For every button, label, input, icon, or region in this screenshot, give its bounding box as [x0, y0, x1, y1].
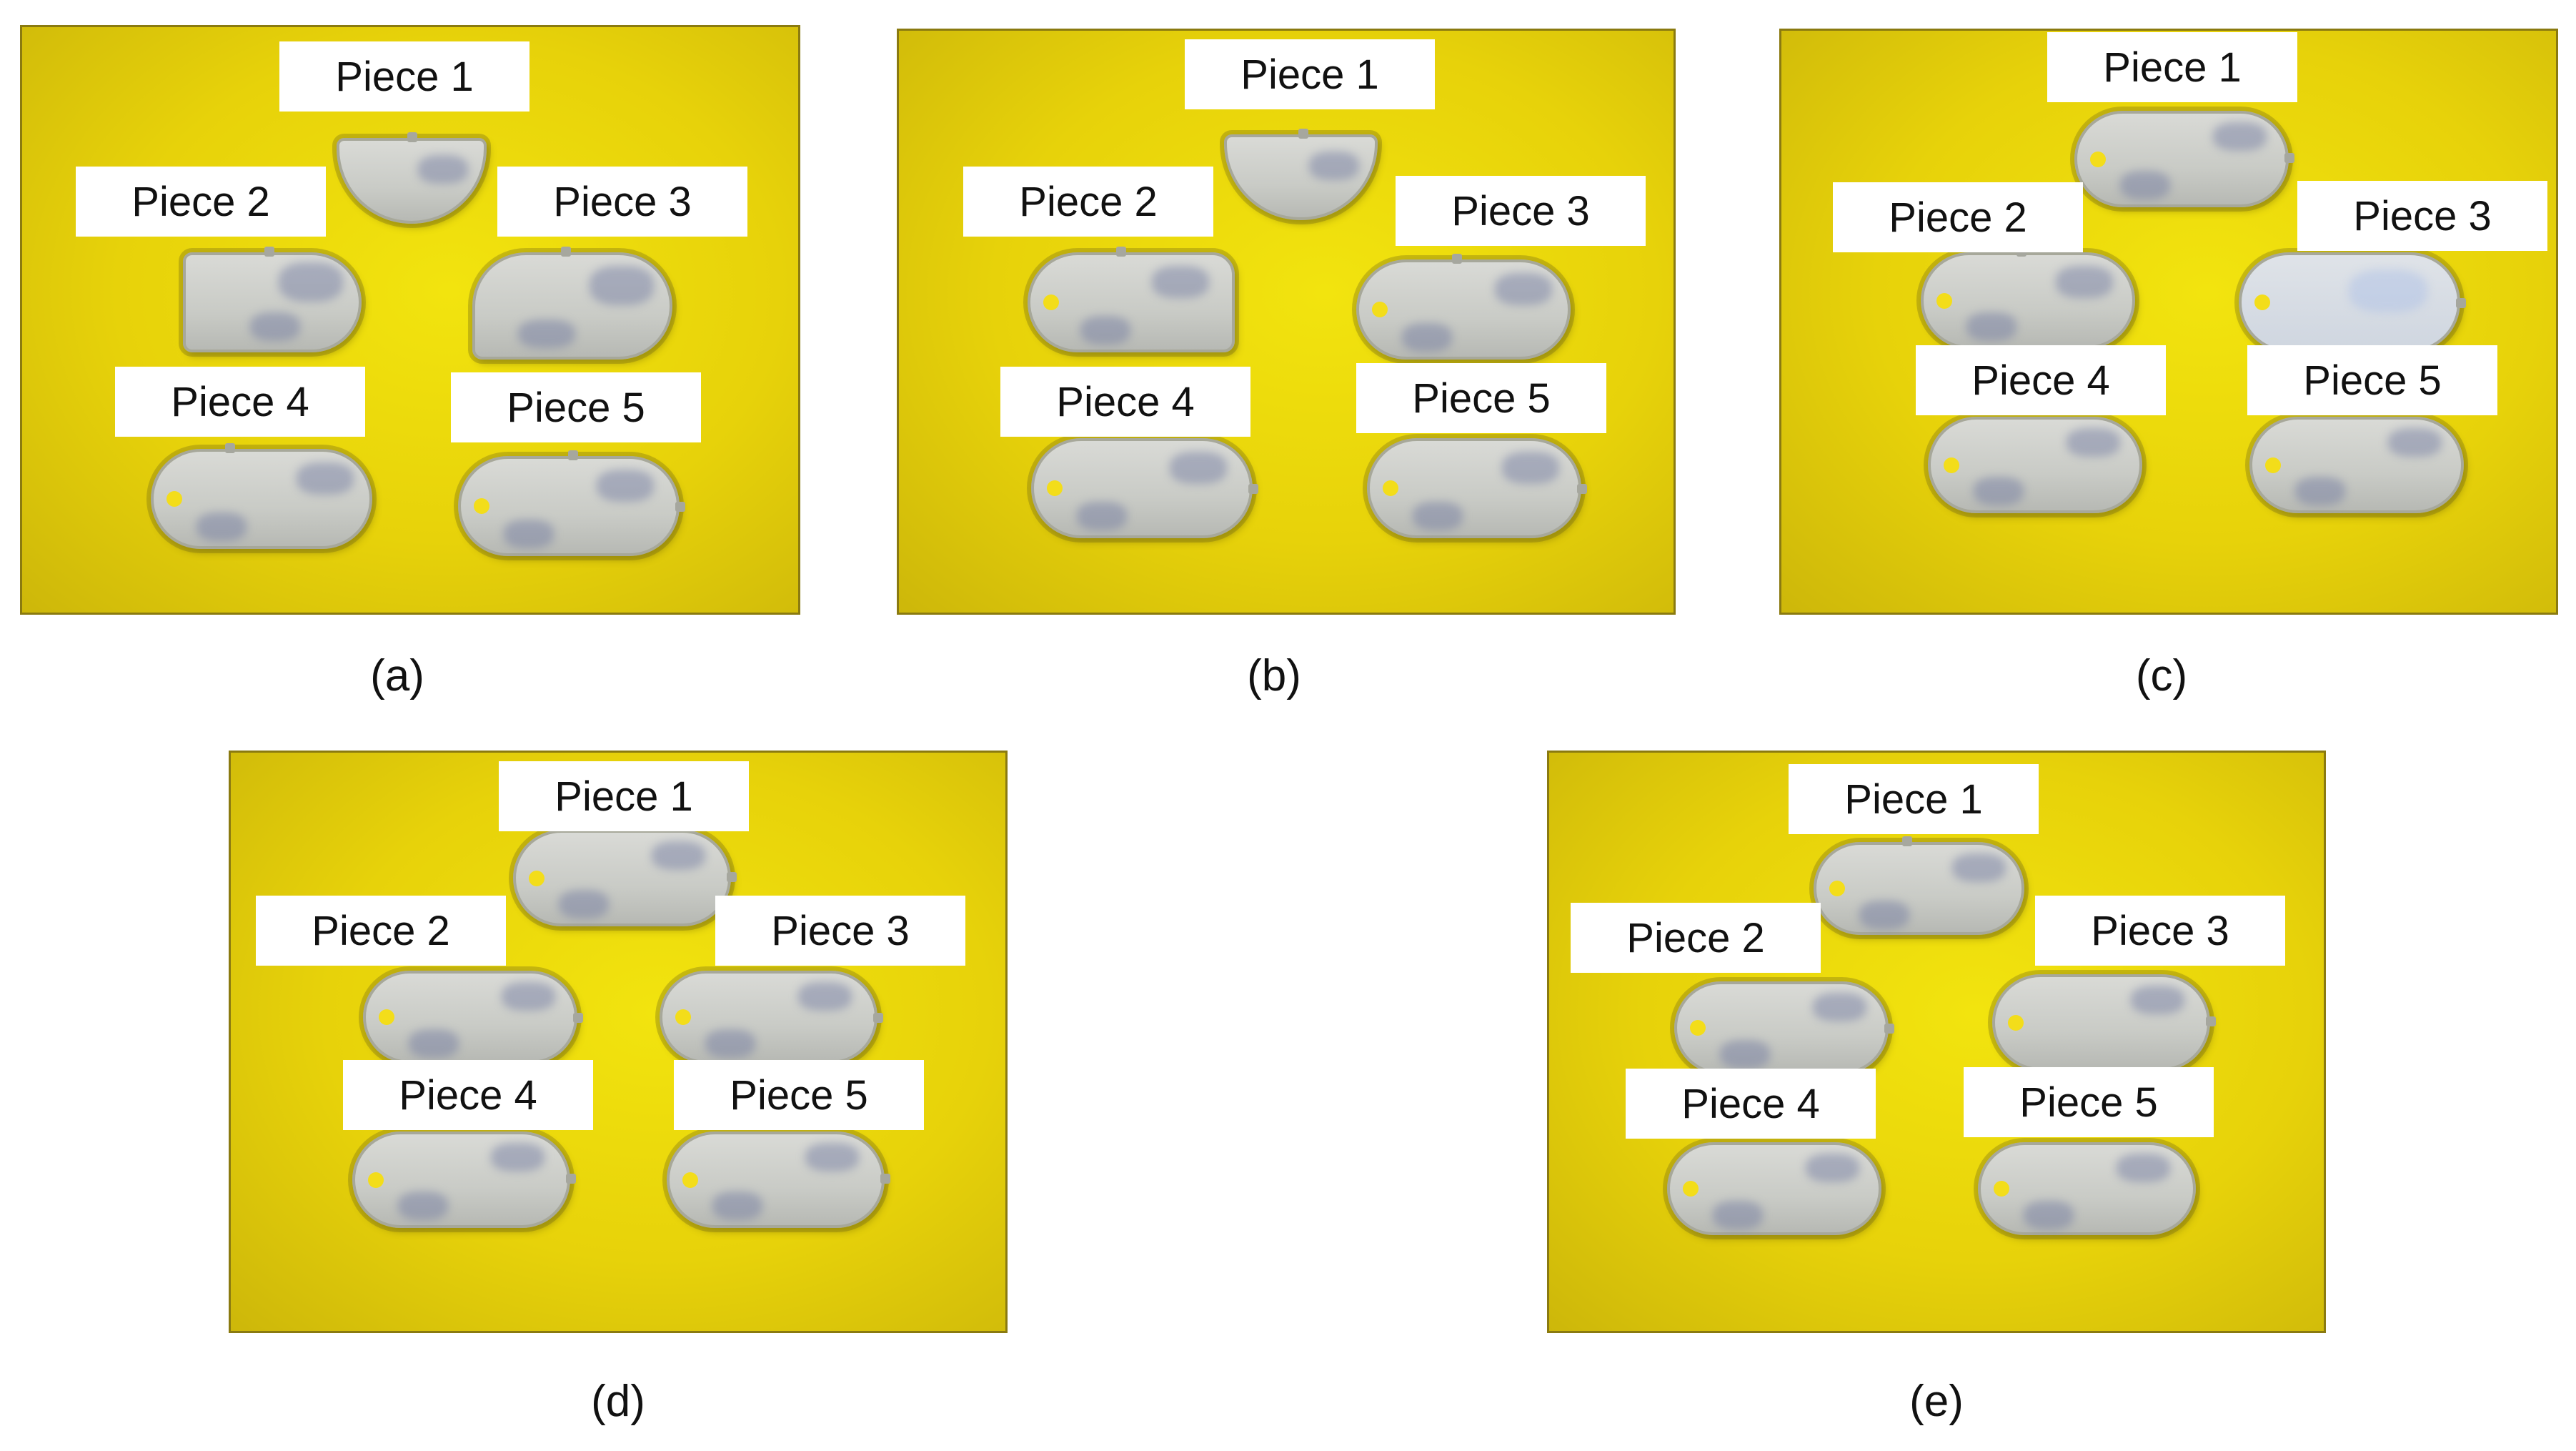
piece-hole	[675, 1009, 691, 1025]
piece-hole	[1372, 302, 1388, 317]
piece-hole	[1944, 457, 1959, 473]
piece-hole	[1829, 881, 1845, 896]
piece-5-specimen	[458, 450, 685, 556]
label-piece-2: Piece 2	[1571, 903, 1821, 973]
piece-2-specimen	[363, 971, 583, 1064]
label-piece-3: Piece 3	[497, 167, 747, 237]
piece-hole	[529, 870, 544, 886]
caption-e: (e)	[1909, 1377, 1964, 1426]
photo-panel-e: Piece 1 Piece 2 Piece 3 Piece 4 Piece 5	[1547, 751, 2326, 1333]
piece-hole	[1994, 1181, 2009, 1197]
photo-panel-a: Piece 1 Piece 2 Piece 3 Piece 4 Piece 5	[20, 25, 800, 615]
piece-2-specimen	[183, 247, 362, 352]
label-piece-1: Piece 1	[499, 761, 749, 831]
piece-hole	[2008, 1014, 2024, 1031]
label-piece-3: Piece 3	[715, 896, 965, 966]
piece-5-specimen	[1367, 438, 1587, 538]
piece-1-specimen	[513, 830, 737, 926]
piece-hole	[2265, 457, 2281, 473]
piece-5-specimen	[667, 1131, 890, 1228]
piece-4-specimen	[352, 1131, 576, 1228]
piece-2-specimen	[1028, 247, 1235, 352]
label-piece-3: Piece 3	[2035, 896, 2285, 966]
caption-c: (c)	[2135, 651, 2188, 700]
caption-d: (d)	[591, 1377, 645, 1426]
label-piece-4: Piece 4	[1626, 1069, 1876, 1139]
piece-4-specimen	[151, 443, 372, 549]
piece-hole	[1690, 1020, 1706, 1036]
piece-hole	[2090, 151, 2106, 167]
piece-4-specimen	[1928, 417, 2142, 513]
piece-5-specimen	[2249, 417, 2464, 513]
label-piece-4: Piece 4	[1000, 367, 1250, 437]
piece-2-specimen	[1921, 247, 2135, 349]
piece-4-specimen	[1031, 438, 1258, 538]
piece-5-specimen	[1978, 1142, 2196, 1235]
label-piece-4: Piece 4	[1916, 345, 2166, 415]
label-piece-4: Piece 4	[115, 367, 365, 437]
piece-hole	[379, 1009, 394, 1025]
piece-3-specimen	[1992, 974, 2216, 1071]
piece-hole	[1936, 292, 1952, 309]
label-piece-2: Piece 2	[76, 167, 326, 237]
piece-hole	[166, 491, 182, 507]
label-piece-1: Piece 1	[1789, 764, 2039, 834]
label-piece-2: Piece 2	[1833, 182, 2083, 252]
piece-1-specimen	[1224, 129, 1378, 220]
label-piece-1: Piece 1	[2047, 32, 2297, 102]
piece-hole	[1383, 480, 1398, 496]
piece-3-specimen	[660, 971, 883, 1064]
piece-hole	[1683, 1181, 1699, 1197]
piece-hole	[474, 498, 489, 514]
label-piece-5: Piece 5	[451, 372, 701, 442]
piece-hole	[2254, 294, 2270, 310]
label-piece-1: Piece 1	[279, 41, 529, 112]
piece-3-specimen	[472, 247, 672, 360]
caption-a: (a)	[370, 651, 424, 700]
piece-1-specimen	[337, 132, 487, 224]
label-piece-2: Piece 2	[963, 167, 1213, 237]
piece-hole	[1047, 480, 1063, 496]
piece-hole	[368, 1172, 384, 1188]
piece-4-specimen	[1667, 1142, 1881, 1235]
piece-hole	[682, 1172, 698, 1188]
photo-panel-d: Piece 1 Piece 2 Piece 3 Piece 4 Piece 5	[229, 751, 1008, 1333]
photo-panel-c: Piece 1 Piece 2 Piece 3 Piece 4 Piece 5	[1779, 29, 2558, 615]
label-piece-1: Piece 1	[1185, 39, 1435, 109]
caption-b: (b)	[1247, 651, 1301, 700]
piece-3-specimen	[2239, 252, 2466, 352]
piece-3-specimen	[1356, 254, 1571, 360]
piece-hole	[1043, 294, 1059, 310]
label-piece-4: Piece 4	[343, 1060, 593, 1130]
label-piece-2: Piece 2	[256, 896, 506, 966]
label-piece-5: Piece 5	[674, 1060, 924, 1130]
piece-1-specimen	[2074, 111, 2294, 207]
photo-panel-b: Piece 1 Piece 2 Piece 3 Piece 4 Piece 5	[897, 29, 1676, 615]
piece-1-specimen	[1814, 836, 2024, 935]
piece-2-specimen	[1674, 981, 1894, 1074]
label-piece-5: Piece 5	[1356, 363, 1606, 433]
label-piece-5: Piece 5	[1964, 1067, 2214, 1137]
label-piece-3: Piece 3	[1396, 176, 1646, 246]
label-piece-5: Piece 5	[2247, 345, 2497, 415]
label-piece-3: Piece 3	[2297, 181, 2547, 251]
